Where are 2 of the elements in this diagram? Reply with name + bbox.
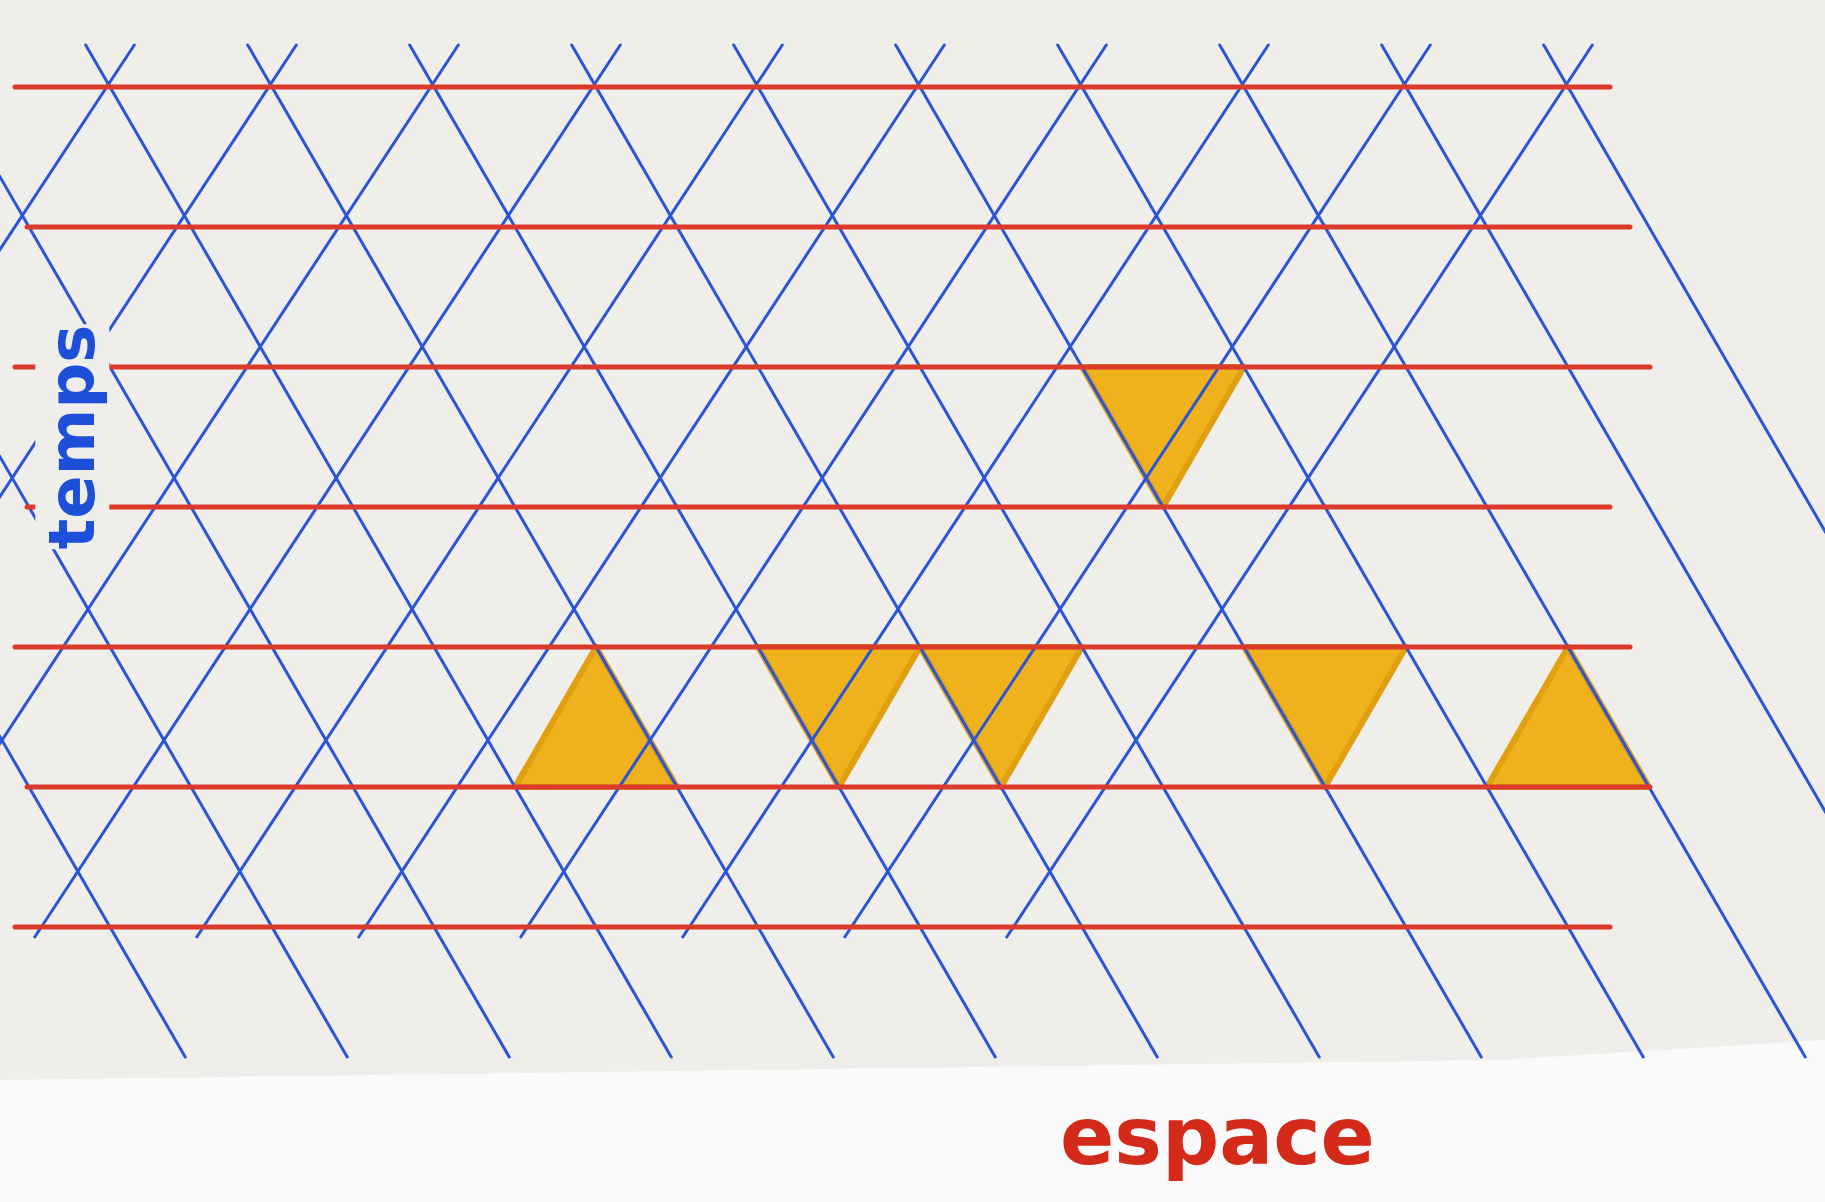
axis-label: espace <box>1060 1090 1375 1183</box>
axis-label: temps <box>35 324 110 550</box>
